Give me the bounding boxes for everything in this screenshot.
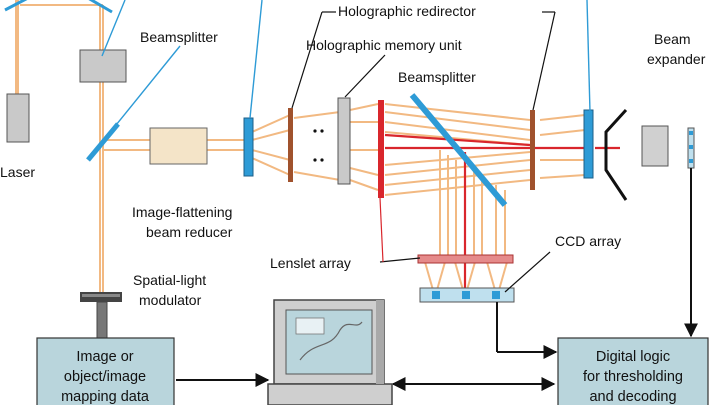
top-right-mirror	[88, 0, 113, 14]
red-beams	[384, 133, 620, 292]
label-image-flattening-1: Image-flattening	[132, 204, 232, 220]
image-data-line1: Image or	[76, 349, 133, 365]
label-slm-2: modulator	[139, 292, 202, 308]
label-image-flattening-2: beam reducer	[146, 224, 233, 240]
digital-logic-line1: Digital logic	[596, 349, 670, 365]
label-laser: Laser	[0, 164, 35, 180]
label-beamsplitter-top: Beamsplitter	[140, 29, 218, 45]
laser-body	[6, 93, 30, 143]
leader-lines-black	[291, 11, 556, 293]
digital-logic-line2: for thresholding	[583, 369, 683, 385]
label-lenslet-array: Lenslet array	[270, 255, 351, 271]
aperture-bracket	[604, 108, 628, 201]
dot-markers	[313, 129, 324, 162]
image-flattening-reducer	[149, 127, 208, 165]
holographic-redirector-left	[288, 108, 293, 182]
holographic-memory-unit	[337, 97, 351, 185]
digital-logic-line3: and decoding	[589, 389, 676, 405]
beamsplitter-left	[86, 122, 120, 162]
label-slm-1: Spatial-light	[133, 272, 206, 288]
label-holographic-memory-unit: Holographic memory unit	[306, 37, 462, 53]
label-beam-expander-1: Beam	[654, 31, 691, 47]
data-flow-arrows	[176, 168, 698, 391]
label-beamsplitter-mid: Beamsplitter	[398, 69, 476, 85]
leader-lines-blue	[101, 0, 591, 131]
label-ccd-array: CCD array	[555, 233, 621, 249]
beam-expander	[641, 125, 669, 167]
holographic-redirector-right	[530, 110, 535, 190]
blue-element-2	[583, 109, 594, 179]
slm-stand	[96, 301, 108, 339]
image-data-box: Image or object/image mapping data	[36, 337, 175, 405]
image-data-line2: object/image	[64, 369, 146, 385]
digital-logic-box: Digital logic for thresholding and decod…	[557, 337, 709, 405]
image-data-line3: mapping data	[61, 389, 150, 405]
lenslet-array-vertical	[378, 100, 384, 198]
laser-beam-paths	[15, 0, 586, 292]
ccd-pixels	[432, 291, 500, 299]
label-beam-expander-2: expander	[647, 51, 706, 67]
lenslet-leader	[379, 197, 384, 263]
expander-dots	[687, 127, 695, 169]
top-left-mirror	[4, 0, 28, 12]
beamsplitter-middle	[409, 93, 508, 207]
label-holographic-redirector: Holographic redirector	[338, 3, 476, 19]
blue-element-1	[243, 117, 254, 177]
lenslet-array-horizontal	[417, 254, 514, 264]
computer-icon	[267, 299, 393, 405]
